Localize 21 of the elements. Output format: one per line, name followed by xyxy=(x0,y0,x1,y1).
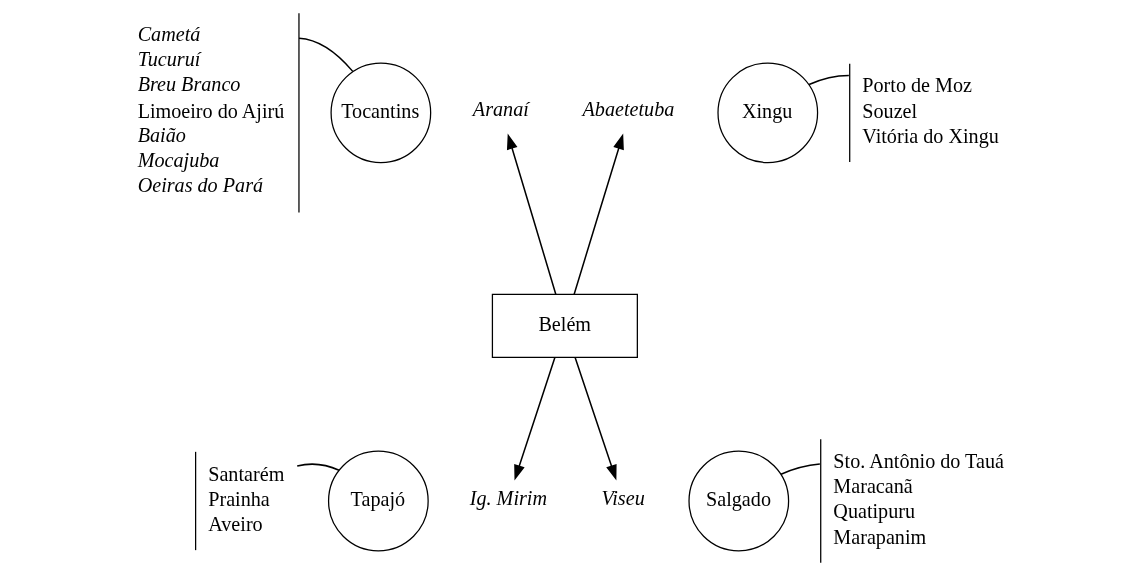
node-text: Santarém Prainha Aveiro xyxy=(207,462,284,535)
connector xyxy=(779,463,821,475)
arrow xyxy=(513,356,556,481)
node-text: Aranaí xyxy=(472,98,529,121)
arrow xyxy=(573,356,617,481)
connector xyxy=(295,463,340,471)
node-text: Ig. Mirim xyxy=(469,486,547,509)
node-circle: Tocantins xyxy=(329,62,431,164)
node-text: Viseu xyxy=(600,486,645,509)
connector xyxy=(297,37,353,73)
connector xyxy=(807,74,850,86)
node-circle: Xingu xyxy=(716,62,818,164)
node-text: Cametá Tucuruí Breu Branco Limoeiro do Ajirú Baião Mocajuba Oeiras do Pará xyxy=(137,22,284,196)
arrow xyxy=(572,133,624,295)
node-text: Sto. Antônio do Tauá Maracanã Quatipuru Marapanim xyxy=(832,449,1004,548)
arrow xyxy=(506,133,557,295)
node-circle: Tapajó xyxy=(327,450,429,552)
node-box: Belém xyxy=(491,293,638,358)
node-circle: Salgado xyxy=(687,450,789,552)
node-text: Porto de Moz Souzel Vitória do Xingu xyxy=(861,74,999,147)
node-text: Abaetetuba xyxy=(582,98,674,121)
